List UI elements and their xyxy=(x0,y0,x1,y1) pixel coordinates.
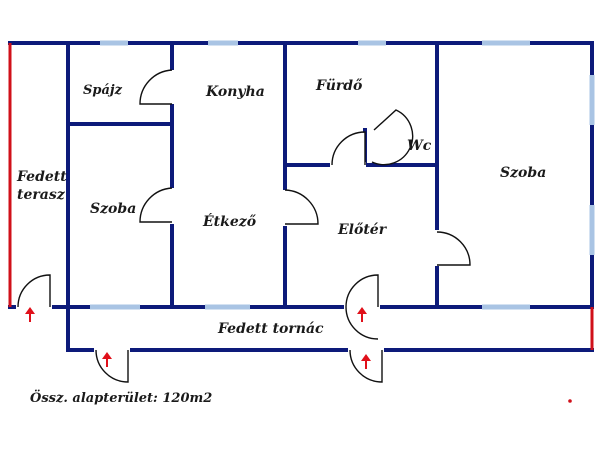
door-swing-icon xyxy=(371,109,414,166)
door-swing-icon xyxy=(345,306,379,340)
door-swing-icon xyxy=(284,189,319,225)
door-swing-icon xyxy=(139,187,173,223)
room-label-spajz: Spájz xyxy=(83,83,123,98)
door-swing-icon xyxy=(331,131,366,166)
room-label-szoba-left: Szoba xyxy=(90,201,136,217)
room-label-etkezo: Étkező xyxy=(202,212,257,230)
room-label-terasz-2: terasz xyxy=(17,187,66,203)
room-label-eloter: Előtér xyxy=(337,222,388,238)
door-swing-icon xyxy=(345,274,379,308)
up-arrow-icon xyxy=(357,307,367,322)
room-label-fedett-tornac: Fedett tornác xyxy=(217,321,324,337)
door-swing-icon xyxy=(139,69,173,105)
red-dot-marker xyxy=(568,399,572,403)
door-swing-icon xyxy=(436,231,471,266)
entry-arrows xyxy=(25,307,371,369)
total-area-note: Össz. alapterület: 120m2 xyxy=(30,391,213,406)
up-arrow-icon xyxy=(25,307,35,322)
terrace-edges xyxy=(8,43,594,350)
room-label-konyha: Konyha xyxy=(205,84,265,100)
room-label-terasz-1: Fedett xyxy=(16,169,67,185)
door-swing-icon xyxy=(17,274,51,308)
up-arrow-icon xyxy=(102,352,112,367)
door-swing-icon xyxy=(95,349,129,383)
windows xyxy=(90,40,595,310)
room-label-furdo: Fürdő xyxy=(315,78,363,94)
up-arrow-icon xyxy=(361,354,371,369)
room-label-szoba-right: Szoba xyxy=(500,165,546,181)
room-label-wc: Wc xyxy=(407,138,432,154)
